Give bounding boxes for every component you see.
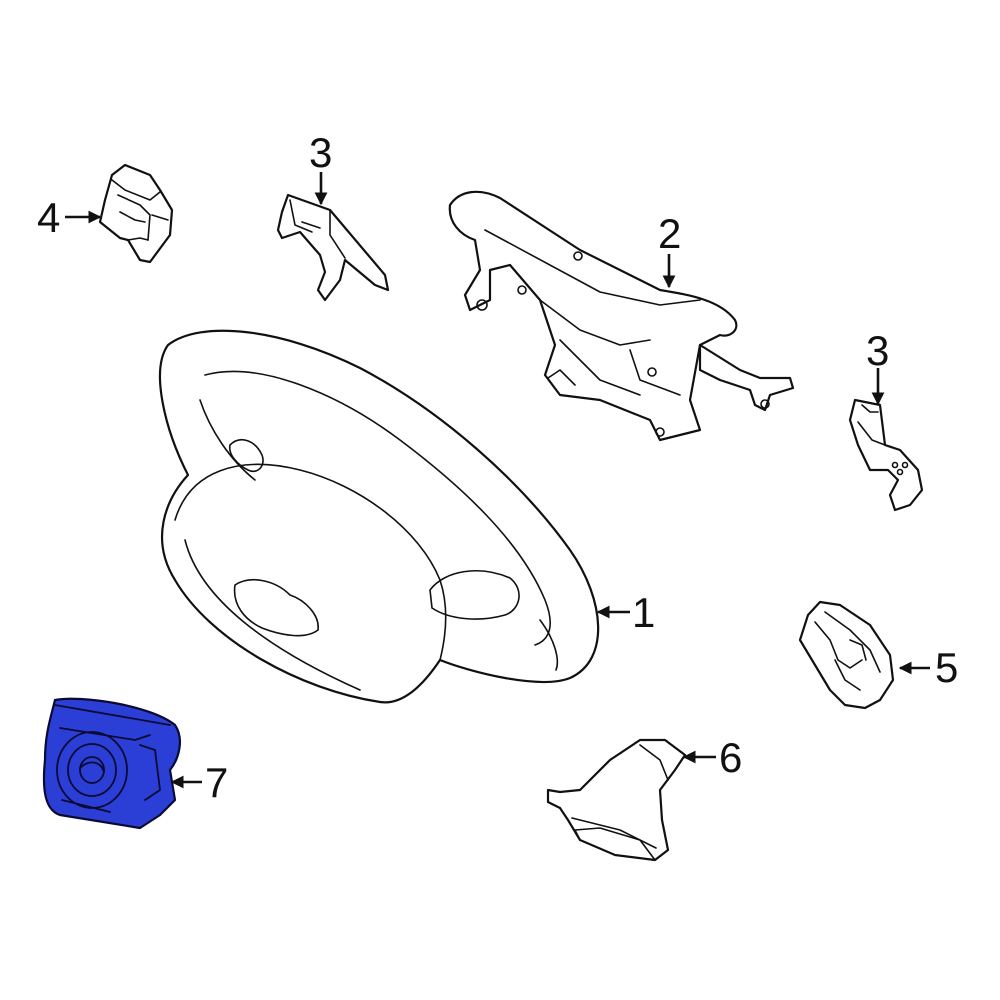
column-shroud[interactable]: [546, 738, 687, 862]
leader-arrows: [65, 172, 930, 789]
mounting-bracket-upper[interactable]: [276, 193, 390, 302]
callout-3b: 3: [866, 327, 889, 374]
clockspring-module[interactable]: [798, 600, 895, 710]
callout-5: 5: [935, 644, 958, 691]
steering-column-cover[interactable]: [448, 190, 795, 442]
callout-4: 4: [37, 194, 60, 241]
mounting-bracket-right[interactable]: [848, 398, 924, 512]
callout-1: 1: [632, 589, 655, 636]
callout-labels: 1 2 3 3 4 5 6 7: [37, 129, 958, 806]
callout-2: 2: [658, 210, 681, 257]
airbag-module-highlighted[interactable]: [42, 697, 182, 830]
callout-7: 7: [205, 759, 228, 806]
callout-6: 6: [719, 734, 742, 781]
switch-module[interactable]: [98, 163, 174, 264]
callout-3a: 3: [309, 129, 332, 176]
steering-wheel[interactable]: [158, 329, 600, 704]
